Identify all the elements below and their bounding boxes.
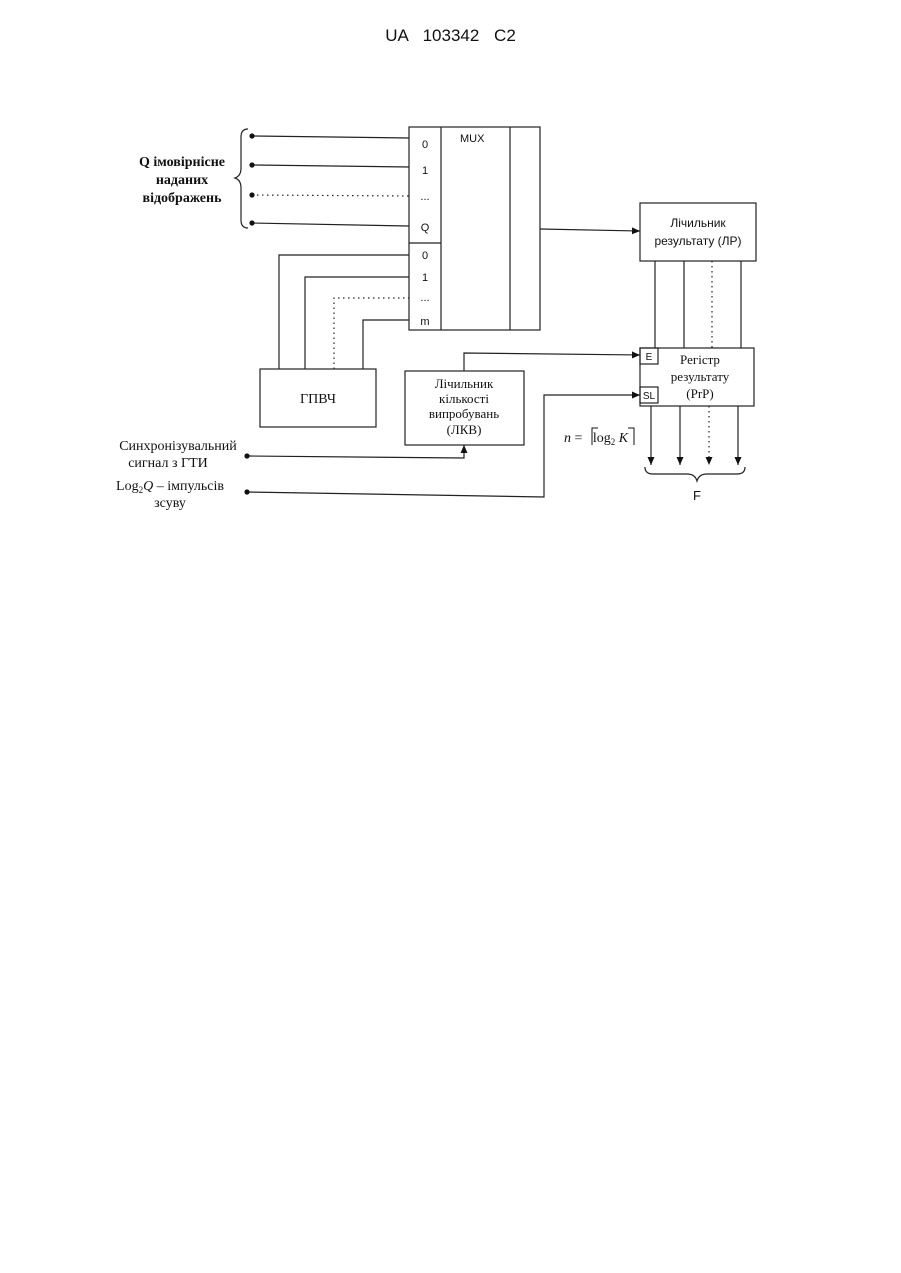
lkv-label-line-4: (ЛКВ) [447,422,482,437]
prp-label-line-1: Регістр [680,352,720,367]
inputs-label-line-3: відображень [143,191,223,206]
output-label: F [693,488,701,503]
input-line-dots [252,195,409,196]
gpvch-line-0 [279,255,409,369]
mux-input-q: Q [421,222,430,234]
input-line-1 [252,165,409,167]
mux-sel-ellipsis: ... [420,292,429,304]
sync-label-line-1: Синхронізувальний [119,439,237,454]
lkv-to-e-arrow [464,353,640,371]
input-brace [235,129,248,228]
mux-title: MUX [460,133,485,145]
mux-input-1: 1 [422,165,428,177]
shift-label-line-2: зсуву [154,496,186,511]
output-brace [645,467,745,481]
input-line-q [252,223,409,226]
prp-pin-sl: SL [643,391,656,402]
lr-label-line-2: результату (ЛР) [654,234,741,248]
prp-label-line-3: (PrP) [686,386,713,401]
formula: n = log2 K [564,428,634,447]
shift-label-line-1: Log2Q – імпульсів [116,479,224,495]
gpvch-label: ГПВЧ [300,392,336,407]
inputs-label-line-2: наданих [156,173,208,188]
mux-sel-1: 1 [422,272,428,284]
mux-sel-m: m [420,316,429,328]
lr-label-line-1: Лічильник [670,216,726,230]
sync-label-line-2: сигнал з ГТИ [128,456,208,471]
sync-to-lkv-arrow [247,445,464,458]
svg-text:n = log2 K: n = log2 K [564,431,629,447]
lkv-label-line-3: випробувань [429,406,499,421]
mux-input-0: 0 [422,139,428,151]
gpvch-line-1 [305,277,409,369]
input-line-0 [252,136,409,138]
mux-input-ellipsis: ... [420,191,429,203]
lr-block [640,203,756,261]
mux-to-lr-arrow [540,229,640,231]
gpvch-line-m [363,320,409,369]
gpvch-line-dots [334,298,409,369]
lkv-label-line-2: кількості [439,391,489,406]
mux-sel-0: 0 [422,250,428,262]
prp-label-line-2: результату [671,369,730,384]
inputs-label-line-1: Q імовірнісне [139,155,225,170]
prp-pin-e: E [646,352,653,363]
lkv-label-line-1: Лічильник [435,376,494,391]
